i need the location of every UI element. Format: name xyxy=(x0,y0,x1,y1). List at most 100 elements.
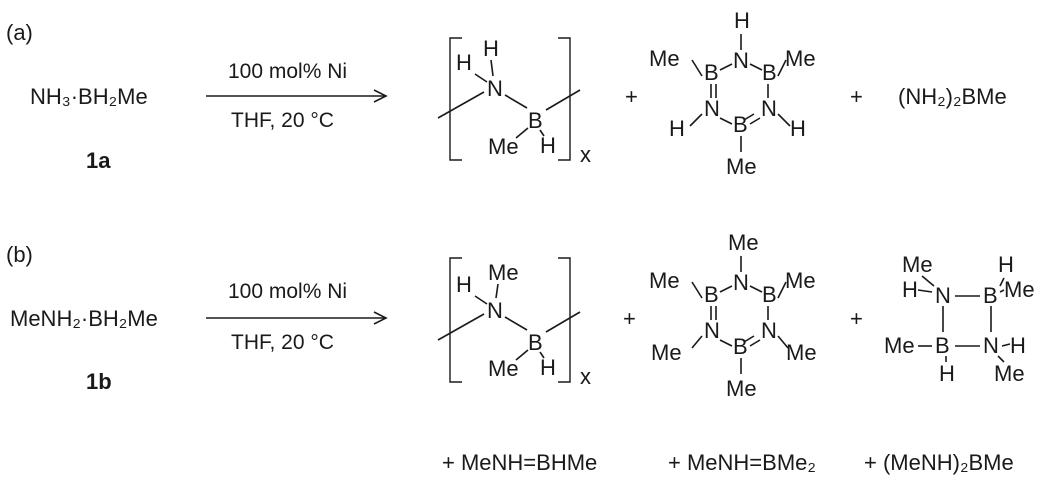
extra-product-2: + MeNH=BMe₂ xyxy=(668,450,816,475)
ring-b-right-atom: B xyxy=(762,282,777,307)
polymer-a-n-sub1: H xyxy=(456,50,472,75)
bond xyxy=(490,59,494,77)
ring-a-left-sub: Me xyxy=(649,46,680,71)
bond xyxy=(777,113,791,127)
polymer-b-n-sub1: H xyxy=(456,272,472,297)
plus-b2: + xyxy=(850,306,863,331)
conditions-a-solvent: THF, 20 °C xyxy=(231,109,334,132)
ring4-n1: N xyxy=(935,283,951,308)
bond xyxy=(777,59,787,77)
bond xyxy=(749,285,763,293)
bond xyxy=(515,349,529,361)
ring-a-lowright-sub: H xyxy=(790,116,806,141)
bond xyxy=(749,117,761,125)
polymer-b-b: B xyxy=(528,330,543,355)
borazine-ring-a: H N B Me N H B Me N H B Me xyxy=(649,8,816,179)
bond xyxy=(437,313,485,341)
ring-b-bottom-atom: B xyxy=(733,334,748,359)
bond xyxy=(504,94,528,109)
polymer-b-b-sub1: Me xyxy=(488,356,519,381)
ring-a-right-atom: B xyxy=(762,60,777,85)
polymer-b-left-bracket xyxy=(449,257,462,383)
polymer-a-n-sub2: H xyxy=(483,36,499,61)
borazine-ring-b: Me N B Me N Me B Me N Me B Me xyxy=(649,230,817,401)
polymer-b-n: N xyxy=(487,298,503,323)
conditions-b-catalyst: 100 mol% Ni xyxy=(228,280,347,303)
polymer-b-right-bracket xyxy=(558,257,571,383)
ring-b-left-atom: B xyxy=(704,282,719,307)
bond xyxy=(719,63,733,71)
bond xyxy=(539,351,545,359)
reactant-1a-formula: NH₃·BH₂Me xyxy=(30,84,148,109)
bond xyxy=(504,316,528,331)
bond xyxy=(545,311,581,333)
bond xyxy=(437,91,485,119)
diazadiboretidine-b: Me H N B H Me B Me H N H Me xyxy=(884,252,1035,386)
panel-b: (b) MeNH₂·BH₂Me 1b 100 mol% Ni THF, 20 °… xyxy=(6,230,1035,475)
bond xyxy=(515,127,529,139)
bond xyxy=(777,335,789,349)
bond xyxy=(545,89,581,111)
ring-a-lowright-atom: N xyxy=(761,96,777,121)
ring-a-lowleft-sub: H xyxy=(669,116,685,141)
polymer-a-b-sub1: Me xyxy=(488,134,519,159)
reactant-1b-id: 1b xyxy=(86,369,112,394)
ring-b-top-sub: Me xyxy=(728,230,759,255)
conditions-b-solvent: THF, 20 °C xyxy=(231,331,334,354)
ring-b-lowright-atom: N xyxy=(761,318,777,343)
bond xyxy=(719,285,733,293)
reaction-arrow-b-head xyxy=(373,311,388,325)
bond xyxy=(495,283,499,299)
reactant-1b-formula: MeNH₂·BH₂Me xyxy=(10,306,158,331)
ring-b-lowright-sub: Me xyxy=(786,340,817,365)
bond xyxy=(777,281,787,299)
bond xyxy=(743,335,755,343)
reaction-arrow-a-head xyxy=(373,89,388,103)
ring-a-top-sub: H xyxy=(734,8,750,33)
ring4-b2-sub1: Me xyxy=(884,333,915,358)
bond xyxy=(691,281,703,299)
panel-a-label: (a) xyxy=(6,20,33,45)
bond xyxy=(689,113,703,127)
plus-a2: + xyxy=(850,84,863,109)
bond xyxy=(749,63,763,71)
polymer-a-n: N xyxy=(487,76,503,101)
product-diaminoborane-a: (NH₂)₂BMe xyxy=(898,84,1007,109)
polymer-a-b-sub2: H xyxy=(540,133,556,158)
bond xyxy=(539,129,545,137)
bond xyxy=(749,339,761,347)
ring-b-left-sub: Me xyxy=(649,268,680,293)
bond xyxy=(474,295,488,305)
ring4-b2-sub2: H xyxy=(939,361,955,386)
ring4-b1-sub1: H xyxy=(998,252,1014,277)
ring-a-bottom-atom: B xyxy=(733,112,748,137)
bond xyxy=(691,59,703,77)
bond xyxy=(1001,343,1011,347)
plus-b1: + xyxy=(623,306,636,331)
ring4-n2: N xyxy=(983,333,999,358)
polymer-b-repeat: x xyxy=(580,364,591,389)
ring4-n1-sub1: Me xyxy=(902,252,933,277)
ring4-n2-sub1: H xyxy=(1010,333,1026,358)
polymer-b-n-sub2: Me xyxy=(488,260,519,285)
bond xyxy=(921,275,935,287)
ring-b-lowleft-atom: N xyxy=(704,318,720,343)
bond xyxy=(691,335,703,349)
polymer-a-b: B xyxy=(528,108,543,133)
extra-product-1: + MeNH=BHMe xyxy=(442,450,597,475)
bond xyxy=(743,113,755,121)
polymer-a: H H N B Me H x xyxy=(437,36,591,167)
ring-a-bottom-sub: Me xyxy=(726,154,757,179)
polymer-a-repeat: x xyxy=(580,142,591,167)
panel-b-label: (b) xyxy=(6,242,33,267)
ring4-b2: B xyxy=(935,333,950,358)
plus-a1: + xyxy=(625,84,638,109)
bond xyxy=(917,289,933,293)
ring-a-right-sub: Me xyxy=(785,46,816,71)
polymer-b: H Me N B Me H x xyxy=(437,257,591,389)
ring4-n2-sub2: Me xyxy=(994,361,1025,386)
polymer-b-b-sub2: H xyxy=(540,355,556,380)
ring4-b1: B xyxy=(983,283,998,308)
ring-b-right-sub: Me xyxy=(785,268,816,293)
polymer-a-right-bracket xyxy=(558,37,571,161)
